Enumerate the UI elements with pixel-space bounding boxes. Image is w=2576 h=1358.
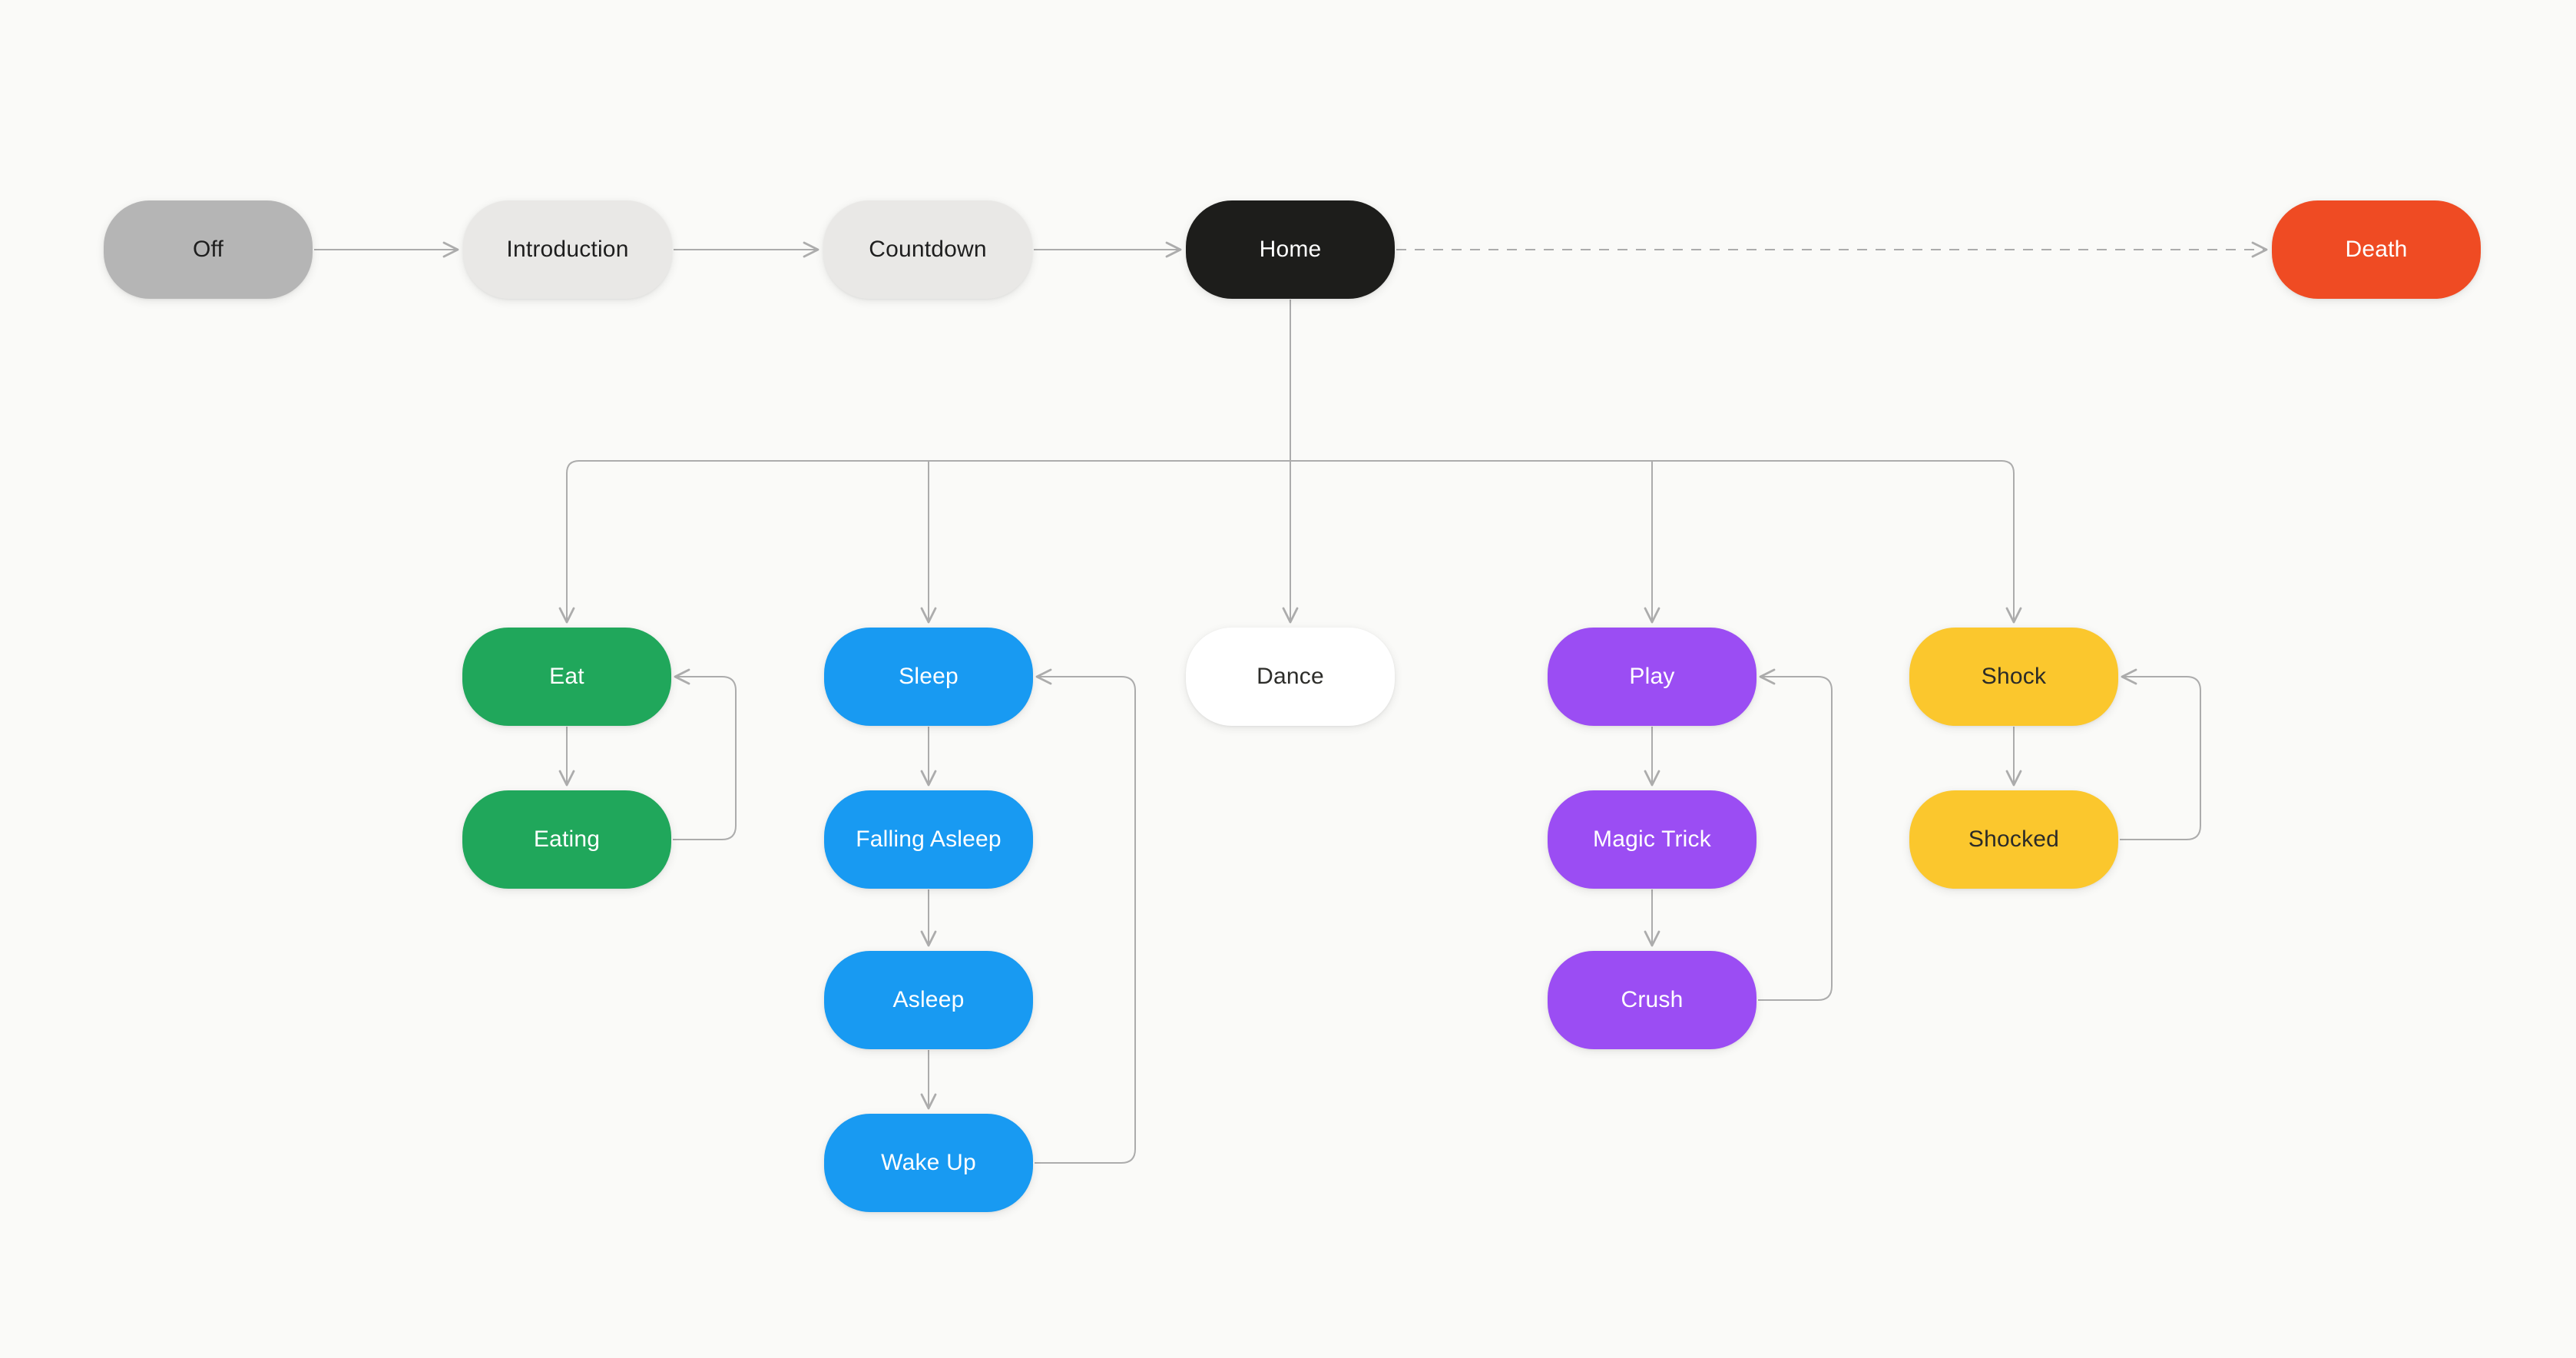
state-node-dance[interactable]: Dance bbox=[1186, 628, 1395, 726]
transition-shocked-shock bbox=[2120, 668, 2201, 840]
state-node-label: Wake Up bbox=[881, 1150, 976, 1175]
state-node-introduction[interactable]: Introduction bbox=[463, 200, 672, 299]
state-node-label: Play bbox=[1629, 664, 1675, 689]
state-node-label: Eating bbox=[533, 826, 601, 852]
state-node-label: Asleep bbox=[892, 987, 965, 1012]
state-node-label: Countdown bbox=[869, 237, 987, 262]
state-node-eat[interactable]: Eat bbox=[462, 628, 671, 726]
state-node-shocked[interactable]: Shocked bbox=[1909, 790, 2118, 889]
state-node-falling-asleep[interactable]: Falling Asleep bbox=[824, 790, 1033, 889]
transition-eating-eat bbox=[673, 668, 737, 840]
transition-home-shock bbox=[1290, 460, 2022, 624]
state-node-wake-up[interactable]: Wake Up bbox=[824, 1114, 1033, 1212]
state-node-off[interactable]: Off bbox=[104, 200, 313, 299]
state-node-label: Falling Asleep bbox=[856, 826, 1002, 852]
state-node-home[interactable]: Home bbox=[1186, 200, 1395, 299]
state-node-label: Crush bbox=[1621, 987, 1684, 1012]
state-node-asleep[interactable]: Asleep bbox=[824, 951, 1033, 1049]
state-node-label: Off bbox=[192, 237, 224, 262]
state-node-label: Dance bbox=[1257, 664, 1324, 689]
state-node-sleep[interactable]: Sleep bbox=[824, 628, 1033, 726]
state-node-crush[interactable]: Crush bbox=[1548, 951, 1757, 1049]
state-node-eating[interactable]: Eating bbox=[462, 790, 671, 889]
state-node-label: Magic Trick bbox=[1593, 826, 1711, 852]
state-node-label: Shocked bbox=[1968, 826, 2060, 852]
state-node-countdown[interactable]: Countdown bbox=[823, 200, 1032, 299]
transition-crush-play bbox=[1758, 668, 1833, 1001]
transition-home-eat bbox=[558, 460, 1290, 624]
state-node-label: Home bbox=[1259, 237, 1322, 262]
state-node-play[interactable]: Play bbox=[1548, 628, 1757, 726]
state-node-label: Shock bbox=[1981, 664, 2047, 689]
state-node-label: Introduction bbox=[506, 237, 629, 262]
state-node-label: Death bbox=[2345, 237, 2408, 262]
state-node-label: Sleep bbox=[899, 664, 959, 689]
state-node-death[interactable]: Death bbox=[2272, 200, 2481, 299]
transition-wake-up-sleep bbox=[1035, 668, 1136, 1164]
state-node-magic-trick[interactable]: Magic Trick bbox=[1548, 790, 1757, 889]
state-node-label: Eat bbox=[549, 664, 584, 689]
state-node-shock[interactable]: Shock bbox=[1909, 628, 2118, 726]
